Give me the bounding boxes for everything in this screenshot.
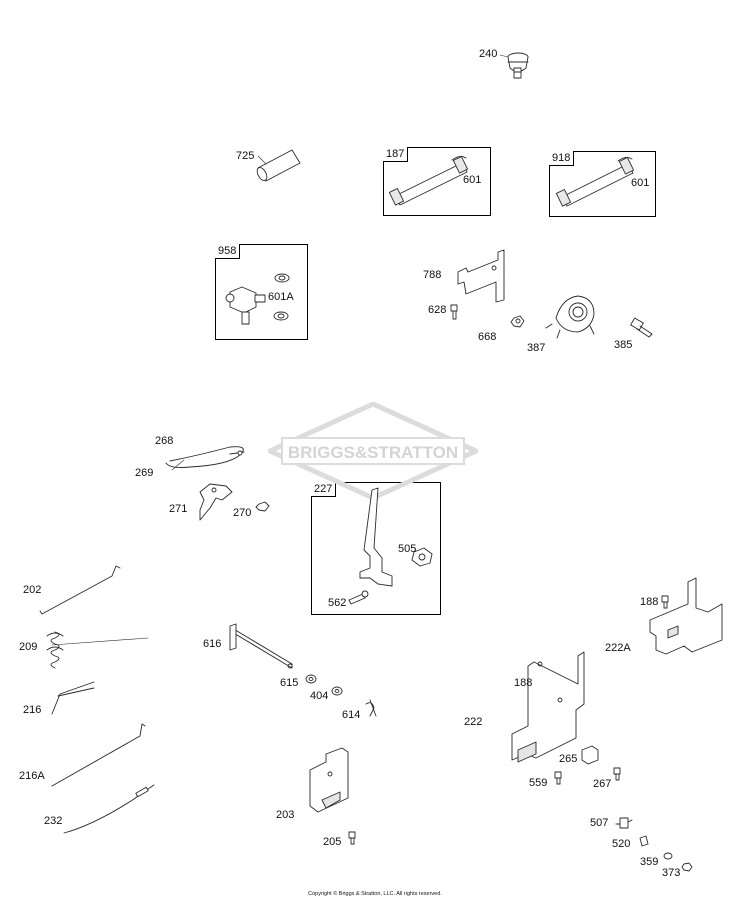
callout-373: 373 (662, 867, 681, 879)
callout-559: 559 (529, 777, 548, 789)
part-187-fuel-hose (388, 155, 469, 206)
kit-box-958 (215, 244, 308, 340)
callout-222A: 222A (605, 642, 631, 654)
copyright-notice: Copyright © Briggs & Stratton, LLC. All … (308, 891, 442, 897)
callout-188-upper: 188 (640, 596, 659, 608)
callout-271: 271 (169, 503, 188, 515)
part-615-washer (305, 674, 317, 684)
callout-616: 616 (203, 638, 222, 650)
part-205-screw (348, 831, 356, 845)
callout-668: 668 (478, 331, 497, 343)
callout-267: 267 (593, 778, 612, 790)
kit-box-227 (311, 482, 441, 615)
part-203-control-bracket (309, 747, 349, 813)
callout-404: 404 (310, 690, 329, 702)
kit-label-187: 187 (383, 147, 409, 162)
callout-269: 269 (135, 467, 154, 479)
kit-label-958: 958 (215, 244, 241, 259)
part-222A-bracket (649, 577, 723, 655)
part-232-choke-cable (63, 784, 155, 834)
callout-505: 505 (398, 543, 417, 555)
callout-615: 615 (280, 677, 299, 689)
part-387-fuel-pump (545, 295, 595, 339)
callout-188-lower: 188 (514, 677, 533, 689)
callout-205: 205 (323, 836, 342, 848)
callout-232: 232 (44, 815, 63, 827)
callout-265: 265 (559, 753, 578, 765)
callout-725: 725 (236, 150, 255, 162)
callout-270: 270 (233, 507, 252, 519)
callout-202: 202 (23, 584, 42, 596)
part-270-nut (255, 501, 270, 512)
part-227-governor-lever (348, 487, 433, 605)
part-668-nut (510, 315, 525, 328)
kit-box-918 (549, 151, 656, 217)
part-271-control-bracket (199, 483, 233, 521)
part-404-washer (331, 686, 343, 696)
part-268-throttle-cable (165, 446, 245, 468)
part-918-fuel-hose (555, 156, 635, 207)
leader-lines (51, 54, 509, 646)
callout-387: 387 (527, 342, 546, 354)
part-359-washer (663, 852, 673, 860)
part-373-nut (681, 862, 693, 872)
callout-601A: 601A (268, 291, 294, 303)
callout-359: 359 (640, 856, 659, 868)
part-507-stop-switch (615, 817, 633, 829)
kit-box-187 (383, 147, 491, 216)
callout-507: 507 (590, 817, 609, 829)
part-958-shutoff-valve (225, 273, 290, 325)
part-209-spring (46, 631, 64, 669)
part-559-screw (554, 771, 562, 785)
part-616-governor-shaft (229, 623, 293, 669)
callout-788: 788 (423, 269, 442, 281)
callout-601-kit918: 601 (631, 177, 650, 189)
part-216-link (51, 681, 95, 715)
callout-614: 614 (342, 709, 361, 721)
callout-628: 628 (428, 304, 447, 316)
callout-222: 222 (464, 716, 483, 728)
callout-240: 240 (479, 48, 498, 60)
part-628-screw (450, 304, 458, 320)
callout-562: 562 (328, 597, 347, 609)
callout-203: 203 (276, 809, 295, 821)
callout-216A: 216A (19, 770, 45, 782)
part-267-screw (613, 767, 621, 781)
callout-216: 216 (23, 704, 42, 716)
callout-268: 268 (155, 435, 174, 447)
part-216A-long-link (51, 723, 146, 787)
part-788-pump-bracket (457, 249, 505, 303)
part-188-screw-upper (661, 595, 669, 609)
watermark-text: BRIGGS&STRATTON (288, 443, 458, 462)
part-614-hitch-pin (365, 699, 377, 717)
callout-601-kit187: 601 (463, 174, 482, 186)
callout-209: 209 (19, 641, 38, 653)
part-222-control-plate (511, 651, 585, 763)
callout-520: 520 (612, 838, 631, 850)
part-520-clip (639, 835, 649, 847)
kit-label-918: 918 (549, 151, 575, 166)
callout-385: 385 (614, 339, 633, 351)
part-240-fuel-filter (507, 52, 529, 79)
kit-label-227: 227 (311, 482, 337, 497)
part-265-block (581, 745, 599, 765)
part-725-hose (256, 149, 301, 182)
part-385-screw (630, 317, 653, 338)
part-202-governor-link (39, 565, 121, 615)
